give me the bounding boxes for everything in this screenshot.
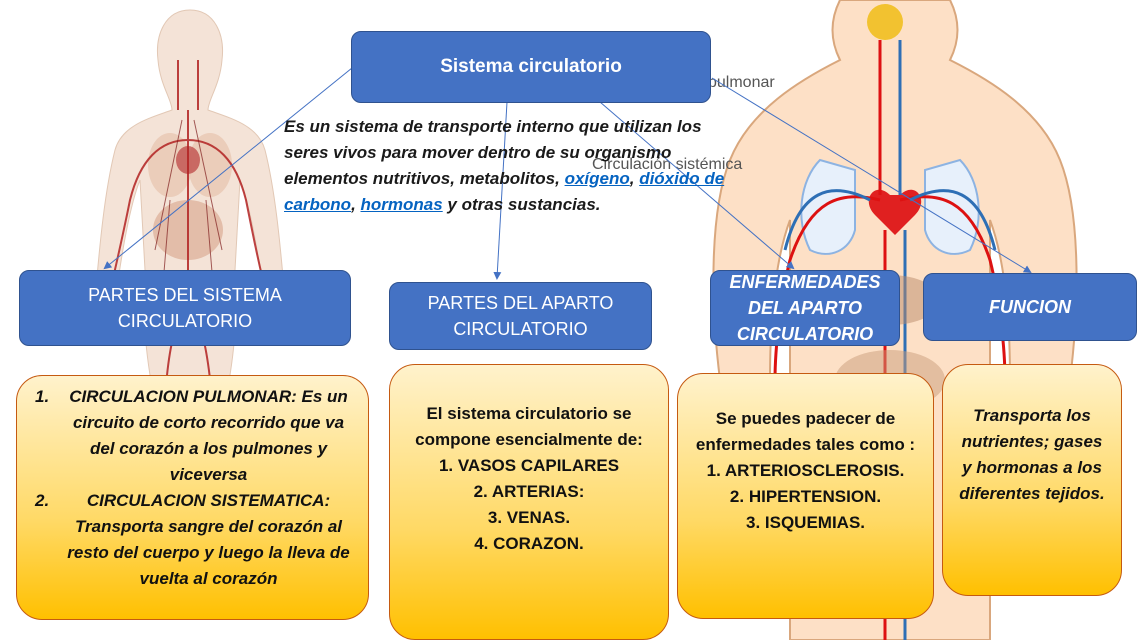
box-partes-sistema: 1. CIRCULACION PULMONAR: Es un circuito … (16, 375, 369, 620)
list-item: 3. ISQUEMIAS. (745, 513, 866, 532)
box-partes-aparato: El sistema circulatorio se compone esenc… (389, 364, 669, 640)
list-item: 2. ARTERIAS: (473, 482, 585, 501)
list-item-body: Transporta sangre del corazón al resto d… (67, 517, 350, 588)
list-item-number: 2. (35, 491, 50, 510)
list-item: 1. CIRCULACION PULMONAR: Es un circuito … (35, 384, 354, 488)
page-title: Sistema circulatorio (440, 56, 622, 77)
list-item-body: Es un circuito de corto recorrido que va… (72, 387, 348, 484)
header-partes-sistema-label: PARTES DEL SISTEMA CIRCULATORIO (88, 285, 282, 331)
label-circulacion-sistemica: Circulación sistémica (592, 156, 743, 173)
list-item-text: CIRCULACION PULMONAR: Es un circuito de … (63, 384, 354, 488)
description-sep1: , (629, 169, 640, 188)
description-part1: Es un sistema de transporte interno que … (284, 117, 702, 188)
connector-to-partes-aparato (493, 101, 508, 280)
connector-to-funcion (711, 77, 1032, 274)
box-funcion: Transporta los nutrientes; gases y hormo… (942, 364, 1122, 596)
box-enfermedades: Se puedes padecer de enfermedades tales … (677, 373, 934, 619)
connector-to-partes-sistema (103, 67, 353, 270)
connector-to-enfermedades (599, 101, 795, 270)
description-text: Es un sistema de transporte interno que … (284, 114, 744, 218)
header-enfermedades: ENFERMEDADES DEL APARTO CIRCULATORIO (710, 270, 900, 346)
list-item: 4. CORAZON. (474, 534, 584, 553)
list-item: 1. ARTERIOSCLEROSIS. (706, 461, 905, 480)
header-funcion: FUNCION (923, 273, 1137, 341)
list-item-title: CIRCULACION SISTEMATICA: (86, 491, 331, 510)
box-funcion-text: Transporta los nutrientes; gases y hormo… (959, 406, 1105, 503)
header-partes-aparato-label: PARTES DEL APARTO CIRCULATORIO (427, 293, 614, 339)
box-partes-aparato-intro: El sistema circulatorio se compone esenc… (415, 404, 643, 449)
header-partes-sistema: PARTES DEL SISTEMA CIRCULATORIO (19, 270, 351, 346)
description-part2: y otras sustancias. (442, 195, 601, 214)
list-item: 3. VENAS. (487, 508, 571, 527)
list-item-title: CIRCULACION PULMONAR: (69, 387, 297, 406)
label-pulmonar: pulmonar (708, 74, 775, 91)
list-item: 1. VASOS CAPILARES (438, 456, 620, 475)
list-item-text: CIRCULACION SISTEMATICA: Transporta sang… (63, 488, 354, 592)
list-item: 2. CIRCULACION SISTEMATICA: Transporta s… (35, 488, 354, 592)
list-item: 2. HIPERTENSION. (729, 487, 882, 506)
header-partes-aparato: PARTES DEL APARTO CIRCULATORIO (389, 282, 652, 350)
link-hormonas[interactable]: hormonas (360, 195, 443, 214)
description-sep2: , (351, 195, 361, 214)
header-funcion-label: FUNCION (989, 296, 1071, 317)
link-dioxido-carbono[interactable]: dióxido de carbono (284, 169, 725, 214)
header-enfermedades-label: ENFERMEDADES DEL APARTO CIRCULATORIO (729, 272, 881, 344)
list-item-number: 1. (35, 387, 50, 406)
title-box: Sistema circulatorio (351, 31, 711, 103)
link-oxigeno[interactable]: oxígeno (564, 169, 630, 188)
box-enfermedades-intro: Se puedes padecer de enfermedades tales … (695, 409, 916, 454)
